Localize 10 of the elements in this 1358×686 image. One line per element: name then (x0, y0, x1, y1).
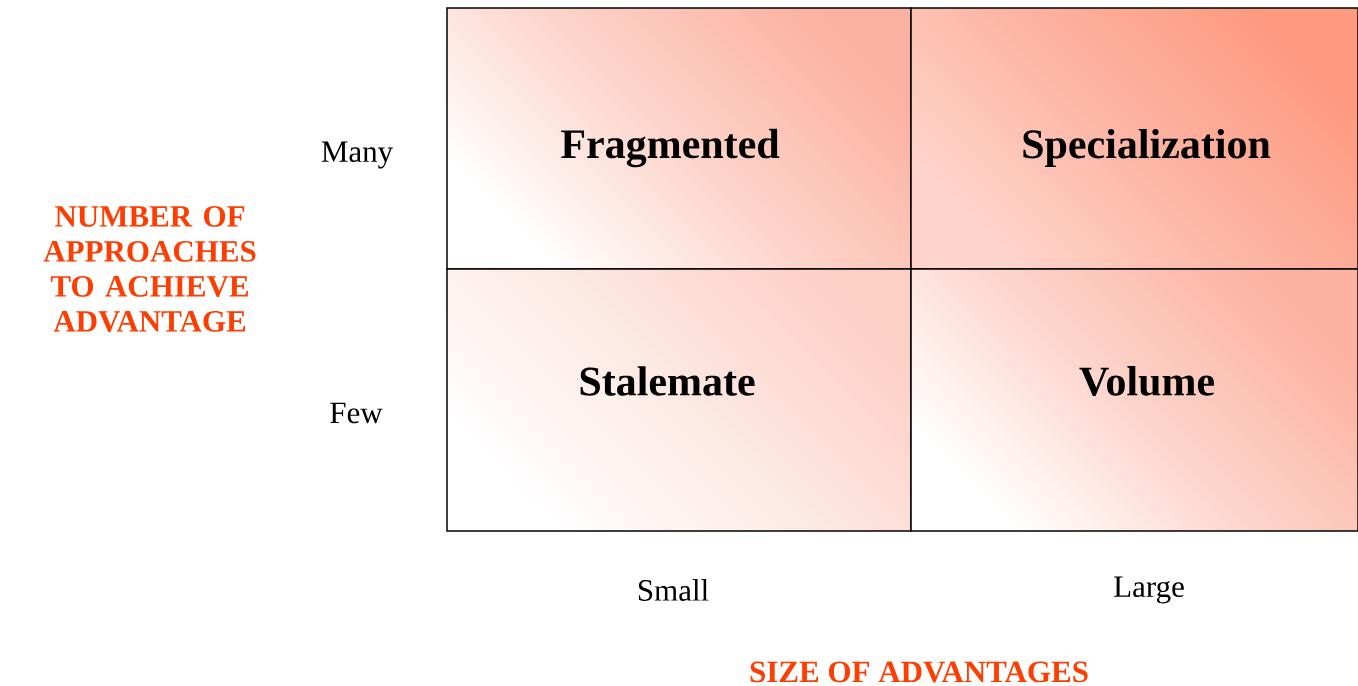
axis-title: NUMBER OF APPROACHES TO ACHIEVE ADVANTAGE (43, 206, 256, 332)
axis-value-label: Large (1114, 576, 1184, 604)
axis-value-label: Many (321, 141, 394, 169)
axis-title: SIZE OF ADVANTAGES (750, 661, 1088, 683)
axis-value-label: Small (638, 579, 709, 601)
axis-value-label: Few (330, 402, 383, 424)
quadrant-cell: Volume (910, 268, 1358, 532)
quadrant-cell: Specialization (910, 7, 1358, 270)
quadrant-cell: Fragmented (446, 7, 912, 270)
quadrant-cell: Stalemate (446, 268, 912, 532)
